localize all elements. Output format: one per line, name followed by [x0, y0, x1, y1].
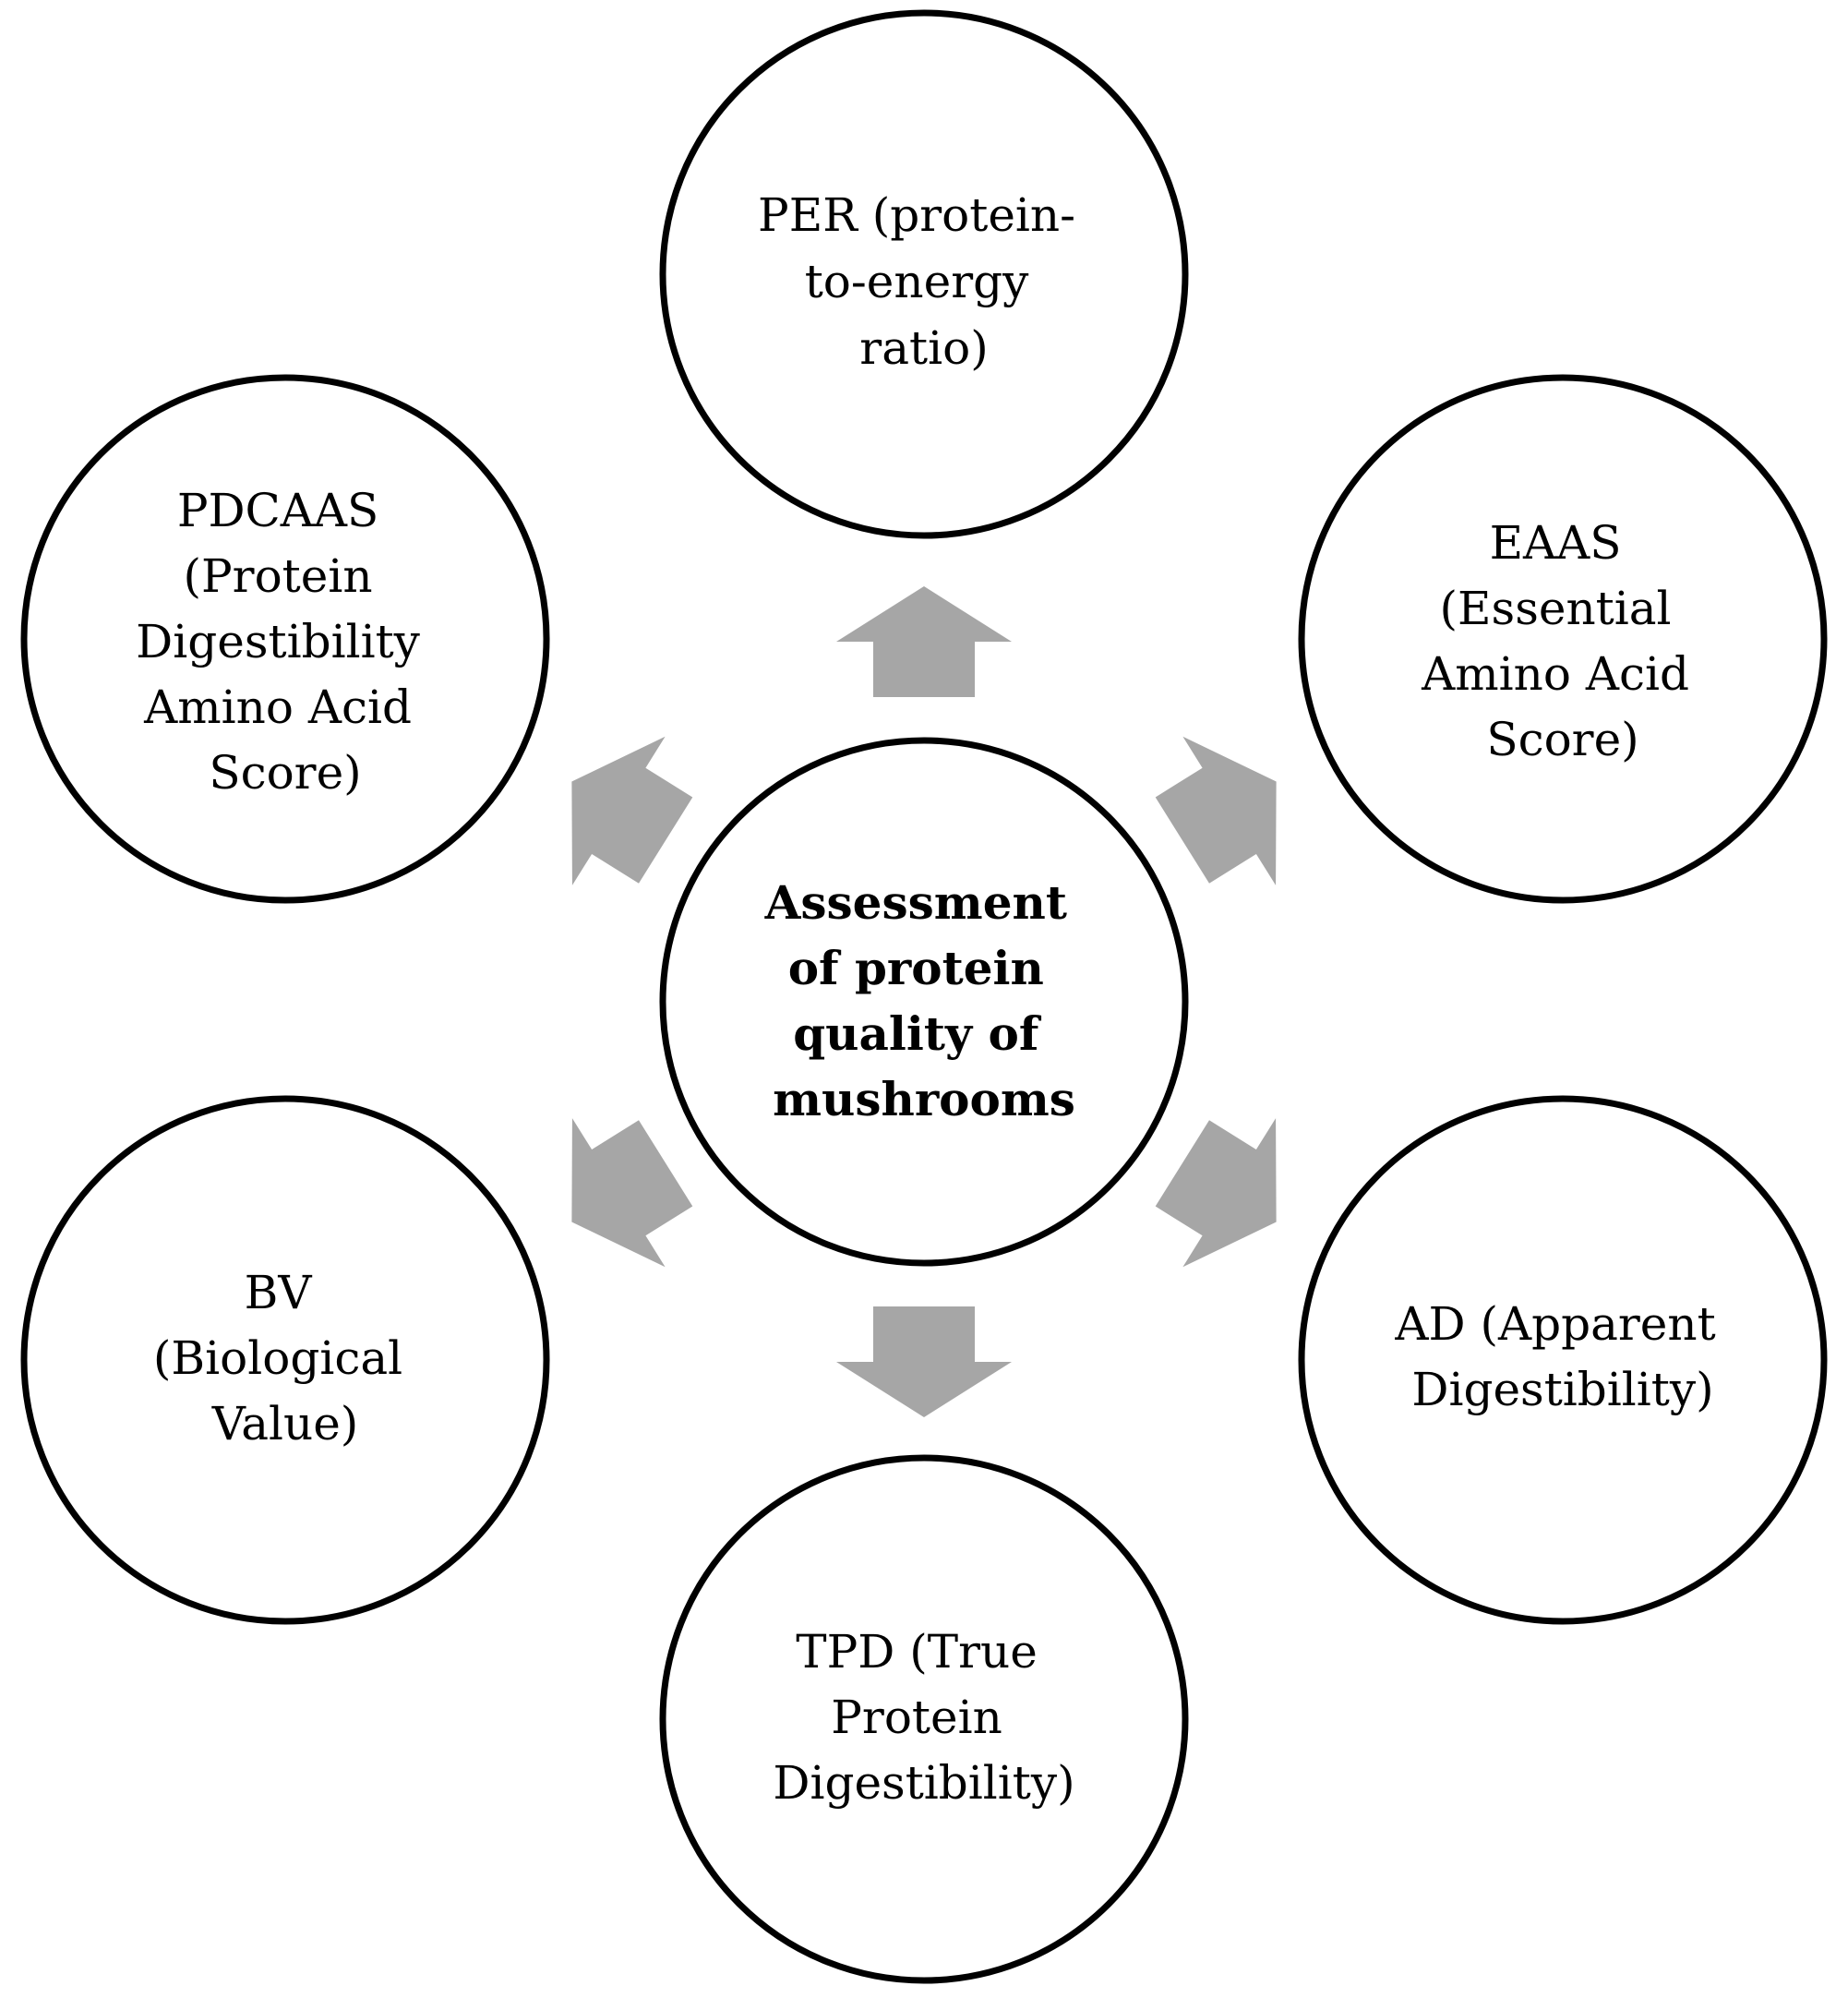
arrow-down-right: [1155, 1118, 1277, 1268]
ad-line-2: Digestibility): [1411, 1363, 1713, 1416]
pdcaas-line-2: (Protein: [184, 549, 373, 603]
center-line-1: Assessment: [764, 875, 1067, 930]
bv-node: BV (Biological Value): [20, 1095, 550, 1625]
tpd-node: TPD (True Protein Digestibility): [659, 1454, 1189, 1984]
tpd-line-1: TPD (True: [796, 1625, 1038, 1679]
svg-text:PDCAAS (Protein Di: PDCAAS (Protein Digestibility Amino Acid…: [136, 484, 435, 800]
tpd-line-3: Digestibility): [773, 1756, 1074, 1810]
svg-text:EAAS (Essential Am: EAAS (Essential Amino Acid Score): [1421, 516, 1704, 766]
eaas-node: EAAS (Essential Amino Acid Score): [1298, 374, 1828, 904]
center-node: Assessment of protein quality of mushroo…: [659, 737, 1189, 1267]
arrow-up-left: [571, 736, 693, 885]
svg-text:BV (Biological Val: BV (Biological Value): [153, 1266, 417, 1450]
svg-text:Assessment of protein: Assessment of protein quality of mushroo…: [764, 875, 1084, 1126]
pdcaas-line-5: Score): [209, 746, 361, 800]
svg-text:PER (protein- to-energy: PER (protein- to-energy ratio): [758, 188, 1090, 375]
bv-line-1: BV: [245, 1266, 313, 1319]
center-line-4: mushrooms: [773, 1072, 1075, 1126]
eaas-line-4: Score): [1486, 713, 1638, 766]
pdcaas-line-3: Digestibility: [136, 615, 420, 668]
bv-line-3: Value): [211, 1397, 359, 1450]
eaas-line-3: Amino Acid: [1421, 647, 1689, 701]
svg-text:AD (Apparent Digestibili: AD (Apparent Digestibility): [1394, 1297, 1730, 1416]
center-line-2: of protein: [788, 941, 1044, 995]
arrow-up: [836, 586, 1012, 697]
pdcaas-line-1: PDCAAS: [177, 484, 378, 537]
tpd-line-2: Protein: [831, 1691, 1002, 1744]
arrow-up-right: [1155, 736, 1277, 885]
pdcaas-node: PDCAAS (Protein Digestibility Amino Acid…: [20, 374, 550, 904]
eaas-line-1: EAAS: [1490, 516, 1622, 570]
per-line-1: PER (protein-: [758, 188, 1075, 242]
per-line-2: to-energy: [805, 255, 1029, 308]
arrow-down: [836, 1306, 1012, 1417]
arrow-down-left: [571, 1118, 693, 1268]
ad-line-1: AD (Apparent: [1394, 1297, 1715, 1351]
ad-node: AD (Apparent Digestibility): [1298, 1095, 1828, 1625]
pdcaas-line-4: Amino Acid: [143, 680, 412, 734]
per-line-3: ratio): [859, 321, 988, 375]
svg-text:TPD (True Protein: TPD (True Protein Digestibility): [773, 1625, 1074, 1810]
bv-line-2: (Biological: [153, 1331, 402, 1385]
eaas-line-2: (Essential: [1440, 582, 1672, 635]
center-line-3: quality of: [793, 1006, 1042, 1061]
per-node: PER (protein- to-energy ratio): [659, 9, 1189, 539]
